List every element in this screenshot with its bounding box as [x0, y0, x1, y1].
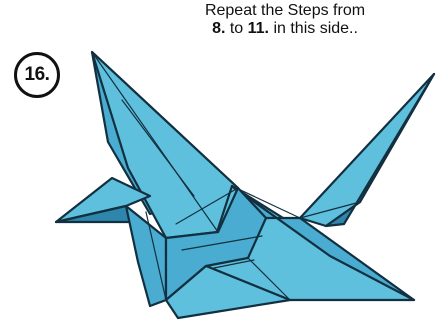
crane-tail	[300, 74, 434, 226]
to-step-number: 11.	[248, 20, 269, 37]
instruction-connector: to	[225, 20, 247, 37]
instruction-line-1: Repeat the Steps from	[160, 2, 410, 20]
instruction-line-2: 8. to 11. in this side..	[160, 20, 410, 38]
instruction-suffix: in this side..	[269, 20, 358, 37]
from-step-number: 8.	[212, 20, 225, 37]
step-number: 16.	[25, 64, 50, 86]
step-number-badge: 16.	[14, 52, 60, 98]
instruction-text: Repeat the Steps from 8. to 11. in this …	[160, 2, 410, 38]
